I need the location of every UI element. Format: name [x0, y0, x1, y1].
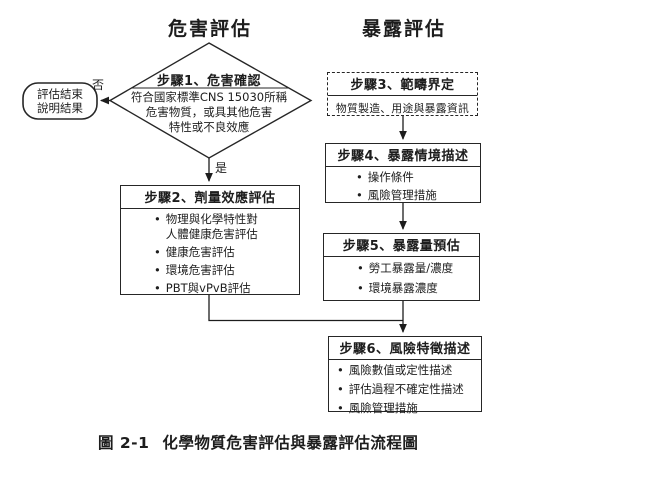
- decision-body: 符合國家標準CNS 15030所稱 危害物質，或具其他危害 特性或不良效應: [111, 90, 307, 135]
- bullet-text: 操作條件: [367, 170, 414, 184]
- bullet-icon: •: [357, 281, 364, 295]
- yes-branch-label: 是: [215, 161, 228, 175]
- list-item: • 操作條件: [356, 170, 478, 185]
- connector-step2-to-step6: [208, 295, 403, 322]
- step2-title: 步驟2、劑量效應評估: [121, 186, 299, 209]
- list-item: • 物理與化學特性對 人體健康危害評估: [154, 212, 297, 241]
- step5-title: 步驟5、暴露量預估: [324, 234, 479, 257]
- figure-number: 圖 2-1: [98, 434, 150, 452]
- bullet-icon: •: [356, 188, 363, 202]
- bullet-icon: •: [337, 401, 344, 415]
- terminal-node-shape: [22, 82, 98, 120]
- step4-bullet-list: • 操作條件 • 風險管理措施: [326, 167, 480, 203]
- bullet-icon: •: [154, 244, 161, 259]
- list-item: • 環境暴露濃度: [357, 281, 477, 296]
- list-item: • 風險管理措施: [337, 401, 479, 416]
- step3-box: 步驟3、範疇界定 物質製造、用途與暴露資訊: [327, 72, 478, 116]
- hazard-assessment-header: 危害評估: [167, 18, 252, 40]
- bullet-text: 評估過程不確定性描述: [348, 382, 464, 396]
- bullet-text: 環境危害評估: [165, 262, 235, 277]
- terminal-node: 評估結束 說明結果: [23, 83, 97, 119]
- bullet-text: 環境暴露濃度: [368, 281, 438, 295]
- bullet-icon: •: [337, 382, 344, 396]
- decision-title: 步驟1、危害確認: [156, 74, 262, 89]
- exposure-assessment-header: 暴露評估: [361, 18, 446, 40]
- bullet-icon: •: [357, 261, 364, 275]
- bullet-text: PBT與vPvB評估: [165, 280, 251, 295]
- bullet-text: 風險數值或定性描述: [348, 363, 453, 377]
- list-item: • PBT與vPvB評估: [154, 281, 297, 296]
- bullet-icon: •: [154, 280, 161, 295]
- terminal-line: 說明結果: [37, 101, 83, 115]
- step2-bullet-list: • 物理與化學特性對 人體健康危害評估 • 健康危害評估 • 環境危害評估 • …: [121, 209, 299, 295]
- list-item: • 評估過程不確定性描述: [337, 382, 479, 397]
- terminal-line: 評估結束: [37, 86, 83, 101]
- decision-step1: 步驟1、危害確認: [121, 70, 297, 89]
- bullet-text: 物理與化學特性對: [165, 212, 258, 226]
- bullet-icon: •: [154, 262, 161, 277]
- list-item: • 健康危害評估: [154, 245, 297, 260]
- list-item: • 環境危害評估: [154, 263, 297, 278]
- bullet-text: 勞工暴露量/濃度: [368, 261, 454, 275]
- step3-body: 物質製造、用途與暴露資訊: [335, 102, 470, 115]
- step4-title: 步驟4、暴露情境描述: [326, 144, 480, 167]
- decision-body-line: 危害物質，或具其他危害: [145, 105, 273, 119]
- bullet-text: 風險管理措施: [367, 188, 437, 202]
- list-item: • 風險管理措施: [356, 188, 478, 203]
- step6-title: 步驟6、風險特徵描述: [329, 337, 481, 360]
- no-branch-label: 否: [92, 78, 105, 92]
- list-item: • 風險數值或定性描述: [337, 363, 479, 378]
- decision-body-line: 特性或不良效應: [168, 120, 250, 134]
- bullet-text: 健康危害評估: [165, 244, 235, 259]
- step5-bullet-list: • 勞工暴露量/濃度 • 環境暴露濃度: [324, 257, 479, 296]
- figure-title: 化學物質危害評估與暴露評估流程圖: [162, 434, 419, 452]
- step4-box: 步驟4、暴露情境描述 • 操作條件 • 風險管理措施: [325, 143, 481, 203]
- step2-box: 步驟2、劑量效應評估 • 物理與化學特性對 人體健康危害評估 • 健康危害評估 …: [120, 185, 300, 295]
- bullet-icon: •: [154, 212, 161, 226]
- bullet-text: 風險管理措施: [348, 401, 418, 415]
- decision-body-line: 符合國家標準CNS 15030所稱: [130, 90, 288, 104]
- figure-caption: 圖 2-1 化學物質危害評估與暴露評估流程圖: [98, 431, 418, 453]
- bullet-icon: •: [337, 363, 344, 377]
- step6-bullet-list: • 風險數值或定性描述 • 評估過程不確定性描述 • 風險管理措施: [329, 360, 481, 416]
- list-item: • 勞工暴露量/濃度: [357, 261, 477, 276]
- step5-box: 步驟5、暴露量預估 • 勞工暴露量/濃度 • 環境暴露濃度: [323, 233, 480, 301]
- bullet-icon: •: [356, 170, 363, 184]
- step3-title: 步驟3、範疇界定: [328, 73, 477, 96]
- bullet-text: 人體健康危害評估: [165, 226, 258, 241]
- step6-box: 步驟6、風險特徵描述 • 風險數值或定性描述 • 評估過程不確定性描述 • 風險…: [328, 336, 482, 415]
